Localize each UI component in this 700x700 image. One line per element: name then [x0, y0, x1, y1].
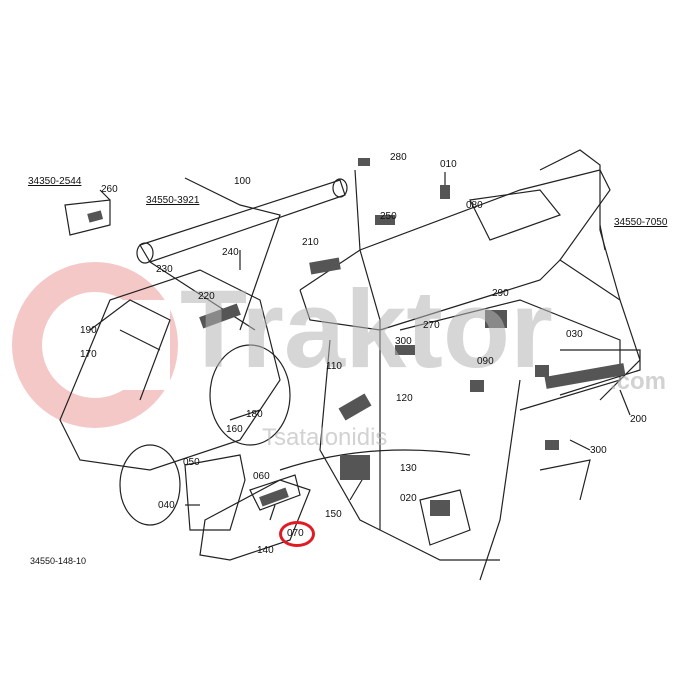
part-label[interactable]: 210 — [302, 237, 319, 248]
part-label[interactable]: 110 — [326, 361, 342, 372]
part-label[interactable]: 270 — [423, 320, 440, 331]
part-label[interactable]: 080 — [466, 200, 483, 211]
part-label[interactable]: 200 — [630, 414, 647, 425]
part-label[interactable]: 240 — [222, 247, 239, 258]
part-label[interactable]: 180 — [246, 409, 263, 420]
part-label[interactable]: 130 — [400, 463, 417, 474]
part-label[interactable]: 050 — [183, 457, 200, 468]
part-label[interactable]: 220 — [198, 291, 215, 302]
part-label[interactable]: 190 — [80, 325, 97, 336]
assembly-code-label: 34550-3921 — [146, 195, 200, 206]
watermark-brand: Traktor — [180, 268, 553, 391]
part-label[interactable]: 230 — [156, 264, 173, 275]
assembly-code-label: 34350-2544 — [28, 176, 82, 187]
part-label[interactable]: 150 — [325, 509, 342, 520]
part-label[interactable]: 010 — [440, 159, 457, 170]
highlight-circle — [279, 521, 315, 547]
assembly-code-label: 34550-7050 — [614, 217, 668, 228]
part-label[interactable]: 260 — [101, 184, 118, 195]
part-label[interactable]: 170 — [80, 349, 97, 360]
part-label[interactable]: 290 — [492, 288, 509, 299]
part-label[interactable]: 030 — [566, 329, 583, 340]
part-label[interactable]: 300 — [395, 336, 412, 347]
part-label[interactable]: 040 — [158, 500, 175, 511]
watermark-subtitle: Tsatalonidis — [262, 424, 388, 451]
watermark-logo — [12, 262, 178, 428]
part-label[interactable]: 160 — [226, 424, 243, 435]
part-label[interactable]: 090 — [477, 356, 494, 367]
drawing-number: 34550-148-10 — [30, 556, 87, 566]
part-label[interactable]: 250 — [380, 211, 397, 222]
part-label[interactable]: 140 — [257, 545, 274, 556]
part-label[interactable]: 280 — [390, 152, 407, 163]
part-label[interactable]: 300 — [590, 445, 607, 456]
part-label[interactable]: 120 — [396, 393, 413, 404]
part-label[interactable]: 100 — [234, 176, 251, 187]
part-label[interactable]: 020 — [400, 493, 417, 504]
part-label[interactable]: 060 — [253, 471, 270, 482]
watermark-domain: .com — [610, 368, 667, 395]
